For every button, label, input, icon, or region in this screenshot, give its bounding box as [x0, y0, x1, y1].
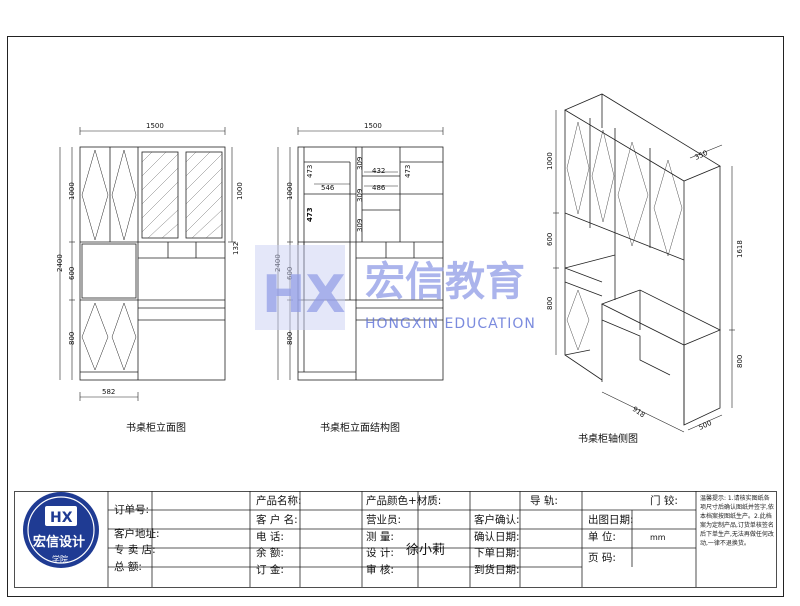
watermark-title: 宏信教育 — [365, 259, 525, 305]
dim-axon-upper: 1000 — [546, 152, 554, 170]
dim-front-bottom: 582 — [102, 388, 115, 396]
label-review: 审 核: — [366, 564, 394, 576]
dim-front-mid: 600 — [68, 267, 76, 280]
label-design: 设 计: — [366, 547, 394, 559]
dim-front-lower: 800 — [68, 332, 76, 345]
school-logo: HX 宏信设计 学院 — [23, 492, 99, 568]
caption-front: 书桌柜立面图 — [126, 423, 186, 434]
label-order-no: 订单号: — [114, 504, 150, 516]
axonometric-view — [564, 93, 721, 426]
dim-structure-width: 1500 — [364, 122, 382, 130]
logo-mark: HX — [50, 510, 73, 526]
title-block-grid — [14, 491, 777, 588]
watermark: HX 宏信教育 HONGXIN EDUCATION — [255, 245, 536, 332]
front-elevation — [79, 146, 226, 381]
label-product-name: 产品名称: — [256, 495, 302, 507]
dim-front-width: 1500 — [146, 122, 164, 130]
logo-sub: 学院 — [52, 554, 68, 564]
label-salesperson: 营业员: — [366, 514, 402, 526]
dim-structure-c: 432 — [372, 167, 385, 175]
label-product-color: 产品颜色+材质: — [366, 495, 442, 507]
label-unit: 单 位: — [588, 531, 616, 543]
dim-structure-a: 473 — [306, 165, 314, 178]
axonometric-dimension-labels: 1000 600 800 1618 350 800 918 500 — [546, 149, 744, 432]
dim-front-upper: 1000 — [68, 182, 76, 200]
front-dimension-lines — [59, 127, 236, 401]
axonometric-dimension-lines — [553, 110, 735, 433]
designer-name: 徐小莉 — [406, 543, 446, 558]
front-dimension-labels: 1500 1000 600 800 2400 1000 132 582 — [56, 122, 244, 396]
label-store: 专 卖 店: — [114, 544, 156, 556]
label-customer-confirm: 客户确认: — [474, 514, 520, 526]
label-order-date: 下单日期: — [474, 547, 520, 559]
label-guide: 导 轨: — [530, 495, 558, 507]
logo-title: 宏信设计 — [33, 534, 85, 550]
dim-structure-d: 546 — [321, 184, 335, 192]
dim-structure-g: 309 — [356, 189, 364, 202]
outer-border — [7, 36, 784, 597]
unit-value: mm — [650, 533, 666, 542]
label-phone: 电 话: — [256, 531, 284, 543]
label-door: 门 铰: — [650, 495, 678, 507]
watermark-subtitle: HONGXIN EDUCATION — [365, 316, 536, 332]
dim-structure-lower: 800 — [286, 332, 294, 345]
label-confirm-date: 确认日期: — [474, 531, 520, 543]
label-customer-address: 客户地址: — [114, 528, 160, 540]
label-total: 总 额: — [114, 561, 142, 573]
dim-axon-desk-h: 800 — [736, 355, 744, 368]
dim-front-total: 2400 — [56, 254, 64, 272]
dim-axon-height: 1618 — [736, 240, 744, 258]
label-ship-date: 出图日期: — [588, 514, 634, 526]
dim-axon-mid: 600 — [546, 233, 554, 246]
dim-axon-lower: 800 — [546, 297, 554, 310]
label-page: 页 码: — [588, 552, 616, 564]
dim-front-right-small: 132 — [232, 242, 240, 255]
caption-structure: 书桌柜立面结构图 — [320, 423, 400, 434]
dim-structure-i: 309 — [356, 219, 364, 232]
dim-front-right-top: 1000 — [236, 182, 244, 200]
dim-axon-desk-d: 500 — [697, 419, 713, 432]
label-arrival-date: 到货日期: — [474, 564, 520, 576]
dim-structure-h: 473 — [306, 207, 314, 222]
label-customer-name: 客 户 名: — [256, 514, 298, 526]
dim-axon-width: 918 — [631, 405, 647, 419]
dim-structure-b: 309 — [356, 157, 364, 170]
watermark-mark: HX — [262, 265, 346, 325]
dim-structure-upper: 1000 — [286, 182, 294, 200]
warm-tip-note: 温馨提示: 1.请核实图纸各项尺寸后确认图纸并签字,依本档案按图纸生产。2.此档… — [700, 495, 774, 547]
label-measure: 测 量: — [366, 531, 394, 543]
front-glass-hatch — [141, 151, 223, 239]
dim-structure-e: 486 — [372, 184, 386, 192]
dim-structure-f: 473 — [404, 165, 412, 178]
label-balance: 余 额: — [256, 547, 284, 559]
caption-axonometric: 书桌柜轴侧图 — [578, 434, 638, 445]
label-deposit: 订 金: — [256, 564, 284, 576]
